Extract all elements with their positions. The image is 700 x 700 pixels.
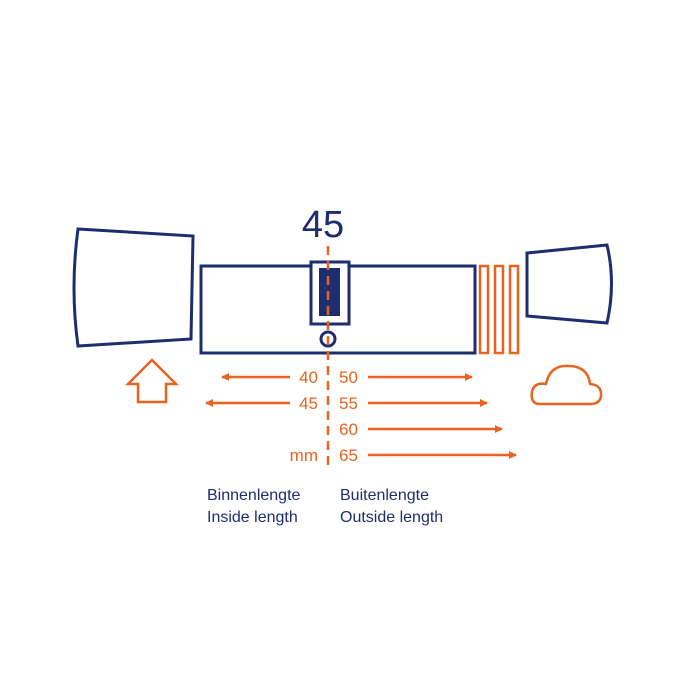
outside-value: 50 — [339, 368, 358, 387]
extension-bar — [508, 264, 520, 355]
outside-value: 60 — [339, 420, 358, 439]
inside-value: 40 — [299, 368, 318, 387]
cam — [319, 268, 340, 316]
unit-label: mm — [290, 446, 318, 465]
extension-bar — [478, 264, 490, 355]
house-icon — [124, 358, 180, 404]
extension-bar — [493, 264, 505, 355]
inside-length-label-en: Inside length — [207, 509, 298, 526]
center-value: 45 — [302, 204, 344, 246]
inside-length-label-nl: Binnenlengte — [207, 487, 301, 504]
inside-value: 45 — [299, 394, 318, 413]
outside-length-label-nl: Buitenlengte — [340, 487, 429, 504]
outside-value: 55 — [339, 394, 358, 413]
outside-value: 65 — [339, 446, 358, 465]
outside-length-label-en: Outside length — [340, 509, 443, 526]
left-knob — [72, 227, 195, 348]
right-knob — [525, 243, 613, 325]
cloud-icon — [530, 364, 603, 406]
